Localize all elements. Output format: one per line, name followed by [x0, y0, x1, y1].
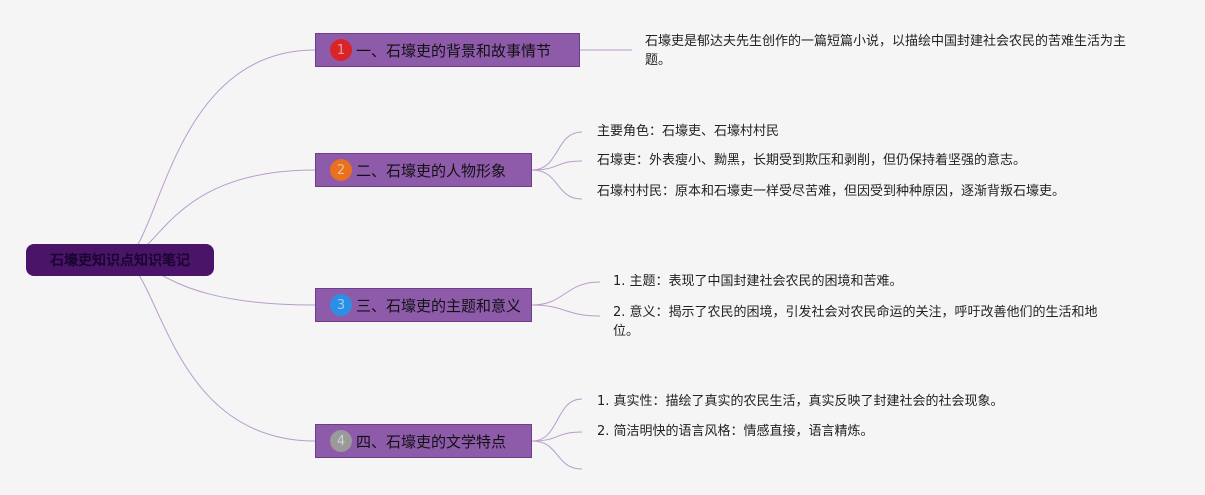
- branch-theme[interactable]: 3 三、石壕吏的主题和意义: [315, 288, 532, 322]
- leaf-text: 主要角色：石壕吏、石壕村村民: [597, 124, 780, 139]
- leaf-text: 2. 意义：揭示了农民的困境，引发社会对农民命运的关注，呼吁改善他们的生活和地位…: [613, 305, 1098, 339]
- leaf-connector: [531, 398, 583, 442]
- leaf-connector: [531, 131, 583, 171]
- branch-label: 三、石壕吏的主题和意义: [356, 296, 522, 315]
- leaf-connector: [531, 431, 583, 442]
- branch-label: 四、石壕吏的文学特点: [356, 432, 507, 451]
- leaf-connector: [531, 281, 601, 306]
- leaf-connector: [531, 440, 583, 470]
- branch-label: 一、石壕吏的背景和故事情节: [356, 41, 552, 60]
- leaf-text: 石壕吏：外表瘦小、黝黑，长期受到欺压和剥削，但仍保持着坚强的意志。: [597, 153, 1027, 168]
- leaf-text: 石壕村村民：原本和石壕吏一样受尽苦难，但因受到种种原因，逐渐背叛石壕吏。: [597, 184, 1066, 199]
- badge-3-icon: 3: [330, 294, 352, 316]
- branch-characters[interactable]: 2 二、石壕吏的人物形象: [315, 153, 532, 187]
- leaf-text: 1. 真实性：描绘了真实的农民生活，真实反映了封建社会的社会现象。: [597, 394, 1004, 409]
- badge-2-icon: 2: [330, 159, 352, 181]
- leaf-text: 2. 简洁明快的语言风格：情感直接，语言精炼。: [597, 424, 874, 439]
- leaf-connector: [531, 160, 583, 171]
- branch-features[interactable]: 4 四、石壕吏的文学特点: [315, 424, 532, 458]
- leaf-text: 石壕吏是郁达夫先生创作的一篇短篇小说，以描绘中国封建社会农民的苦难生活为主题。: [645, 34, 1127, 68]
- branch-background[interactable]: 1 一、石壕吏的背景和故事情节: [315, 33, 580, 67]
- leaf-connector: [531, 169, 583, 200]
- badge-4-icon: 4: [330, 430, 352, 452]
- leaf-text: 1. 主题：表现了中国封建社会农民的困境和苦难。: [613, 274, 903, 289]
- root-label: 石壕吏知识点知识笔记: [50, 253, 190, 269]
- root-branch-connector: [119, 49, 316, 261]
- badge-1-icon: 1: [330, 39, 352, 61]
- root-node[interactable]: 石壕吏知识点知识笔记: [26, 244, 214, 276]
- branch-label: 二、石壕吏的人物形象: [356, 161, 507, 180]
- root-branch-connector: [119, 259, 316, 442]
- leaf-connector: [531, 304, 601, 317]
